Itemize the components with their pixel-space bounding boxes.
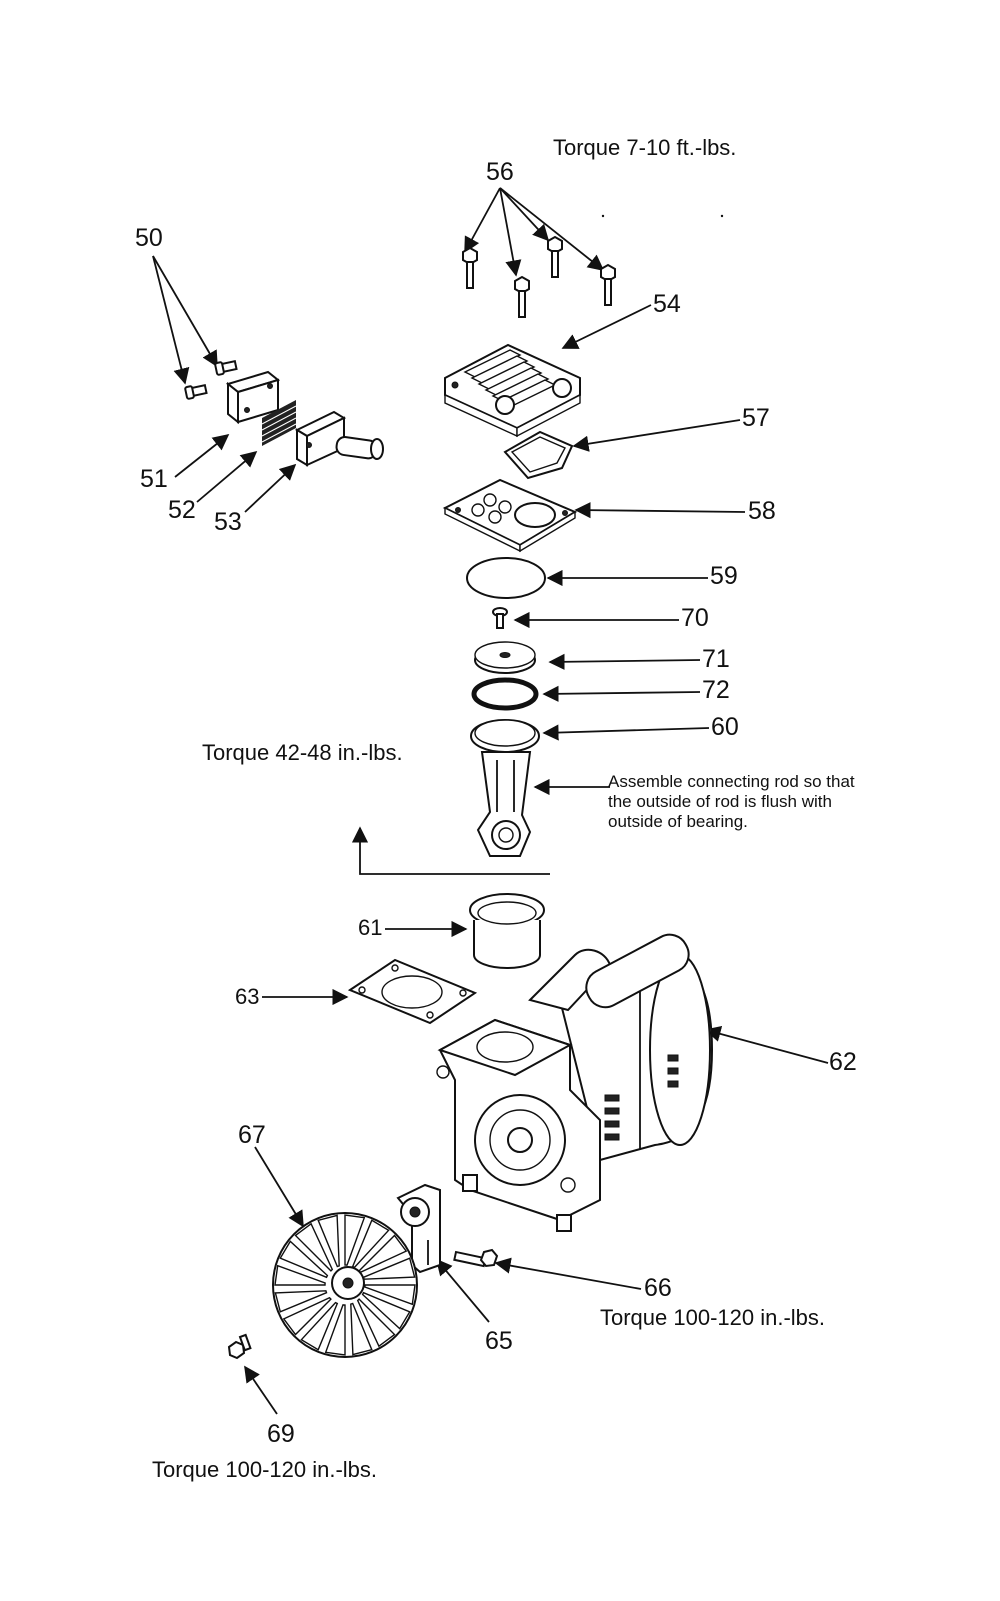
- leader-lines: [152, 187, 829, 1415]
- part-62-motor-crankcase: [436, 933, 714, 1232]
- rod-assembly-note-line1: Assemble connecting rod so that: [608, 772, 855, 791]
- bolt69-torque-note: Torque 100-120 in.-lbs.: [152, 1457, 377, 1482]
- part-50-screws: [184, 359, 238, 400]
- callout-70: 70: [681, 604, 709, 632]
- part-54-cylinder-head: [444, 343, 581, 438]
- part-57-gasket: [503, 430, 574, 480]
- callout-72: 72: [702, 676, 730, 704]
- fan-blade: [344, 1214, 366, 1266]
- fan-blade: [317, 1214, 340, 1268]
- fan-blade: [294, 1222, 334, 1272]
- part-70-screw: [492, 607, 508, 629]
- callout-65: 65: [485, 1327, 513, 1355]
- callout-54: 54: [653, 290, 681, 318]
- callout-67: 67: [238, 1121, 266, 1149]
- callout-56: 56: [486, 158, 514, 186]
- fan-blade: [364, 1284, 416, 1306]
- part-59-o-ring: [466, 557, 546, 599]
- callout-61: 61: [358, 915, 382, 940]
- part-53-filter-housing: [294, 410, 384, 467]
- callout-71: 71: [702, 645, 730, 673]
- fan-blade: [356, 1298, 396, 1348]
- callout-50: 50: [135, 224, 163, 252]
- part-65-eccentric: [396, 1183, 441, 1274]
- top-torque-note: Torque 7-10 ft.-lbs.: [553, 135, 736, 160]
- rod-torque-note: Torque 42-48 in.-lbs.: [202, 740, 403, 765]
- part-69-bolt: [227, 1333, 252, 1360]
- callout-59: 59: [710, 562, 738, 590]
- part-60-piston-cup: [470, 719, 540, 753]
- dot-mark: [720, 214, 724, 218]
- part-connecting-rod: [476, 751, 532, 857]
- callout-51: 51: [140, 465, 168, 493]
- part-71-retainer: [474, 641, 536, 674]
- fan-blade: [274, 1290, 328, 1313]
- part-66-bolt: [453, 1248, 499, 1268]
- fan-blade: [274, 1264, 326, 1286]
- part-72-ring: [471, 677, 539, 711]
- rod-assembly-note-line2: the outside of rod is flush with: [608, 792, 832, 811]
- part-58-valve-plate: [442, 478, 578, 553]
- rod-assembly-note-line3: outside of bearing.: [608, 812, 748, 831]
- bolt66-torque-note: Torque 100-120 in.-lbs.: [600, 1305, 825, 1330]
- callout-66: 66: [644, 1274, 672, 1302]
- callout-63: 63: [235, 984, 259, 1009]
- part-56-bolts: [462, 235, 616, 318]
- part-63-gasket: [347, 958, 478, 1025]
- fan-blade: [350, 1302, 373, 1356]
- fan-blade: [282, 1296, 332, 1336]
- callout-58: 58: [748, 497, 776, 525]
- part-52-filter: [261, 400, 297, 446]
- part-67-fan: [272, 1212, 418, 1358]
- fan-blade: [300, 1301, 339, 1351]
- fan-blade: [324, 1304, 346, 1356]
- part-61-cylinder-sleeve: [469, 893, 545, 969]
- callout-69: 69: [267, 1420, 295, 1448]
- fan-blade: [361, 1291, 411, 1330]
- callout-60: 60: [711, 713, 739, 741]
- callout-52: 52: [168, 496, 196, 524]
- callout-57: 57: [742, 404, 770, 432]
- fan-blade: [279, 1240, 329, 1279]
- callout-62: 62: [829, 1048, 857, 1076]
- dot-mark: [601, 214, 605, 218]
- callout-53: 53: [214, 508, 242, 536]
